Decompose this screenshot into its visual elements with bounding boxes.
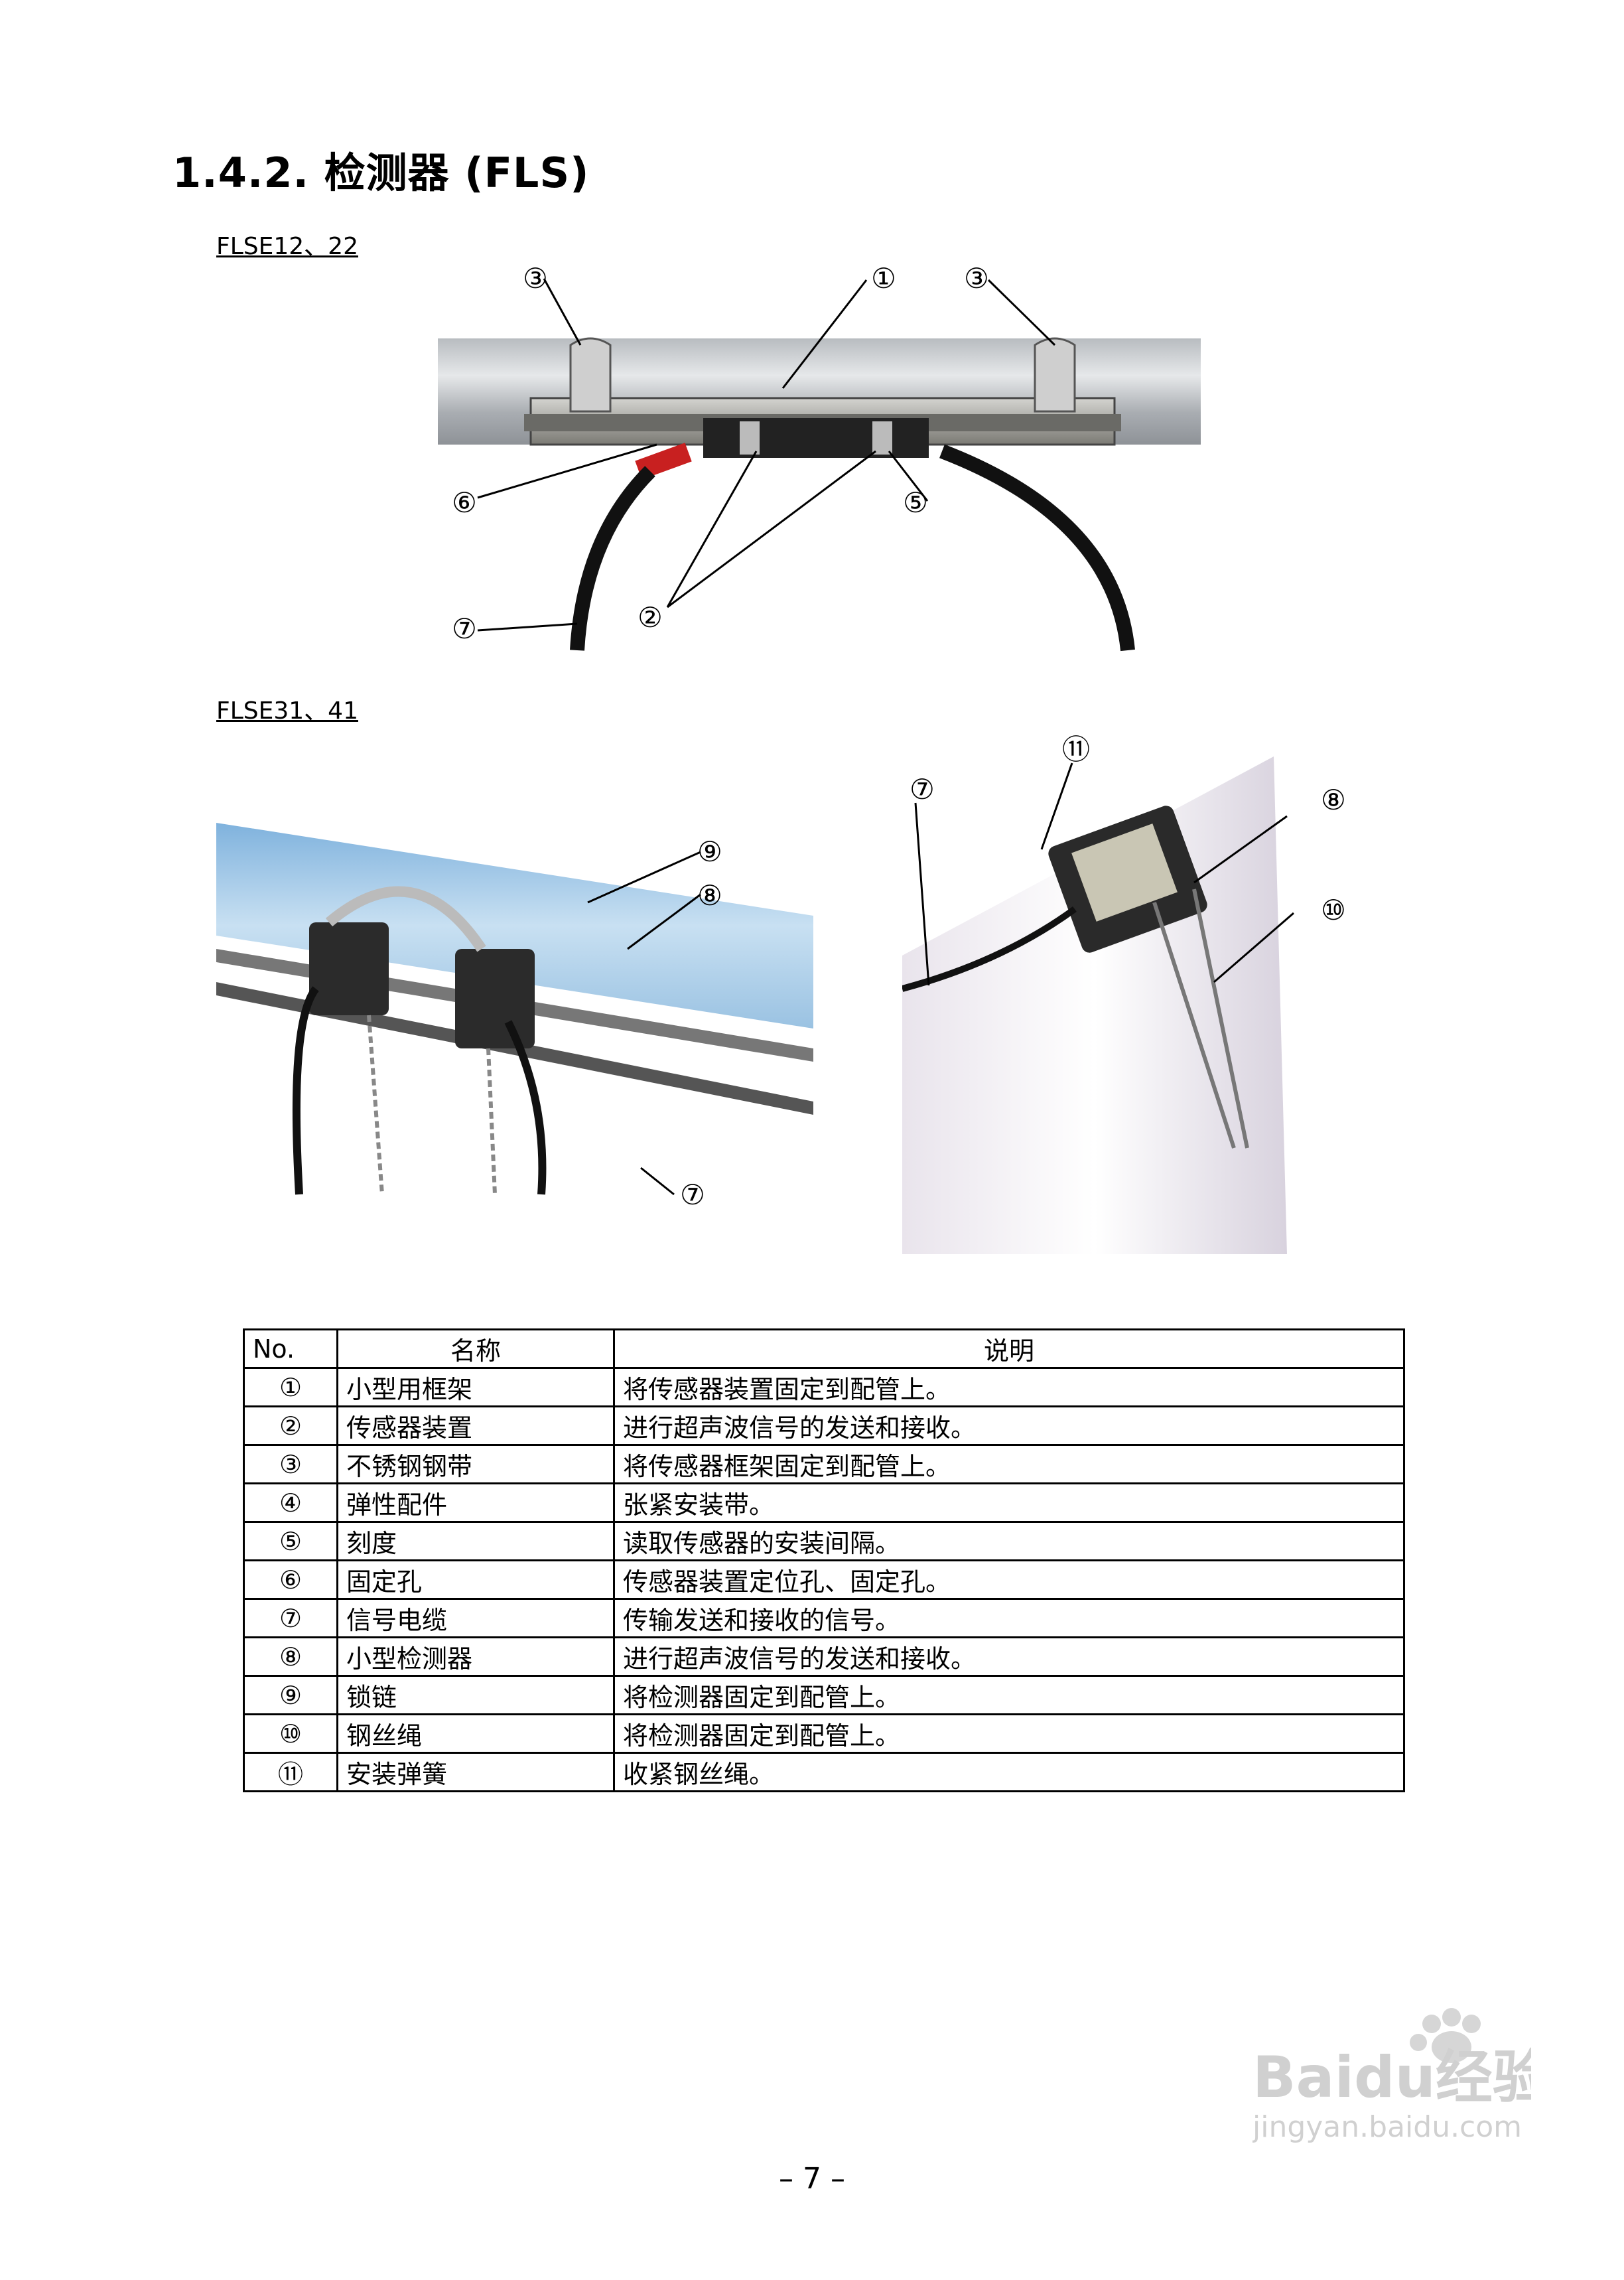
callout-3-left: ③	[523, 262, 548, 295]
row-desc: 传感器装置定位孔、固定孔。	[613, 1559, 1405, 1600]
baidu-watermark-logo: Baidu经验 jingyan.baidu.com	[1252, 2008, 1531, 2143]
row-no: ⑪	[243, 1752, 338, 1792]
row-name: 钢丝绳	[336, 1713, 615, 1754]
section-title: 1.4.2. 检测器 (FLS)	[172, 149, 590, 197]
callout-8: ⑧	[1321, 784, 1346, 816]
row-name: 小型检测器	[336, 1636, 615, 1677]
row-name: 锁链	[336, 1675, 615, 1715]
callout-1: ①	[871, 262, 896, 295]
row-desc: 将传感器装置固定到配管上。	[613, 1367, 1405, 1407]
callout-10: ⑩	[1321, 894, 1346, 926]
row-desc: 进行超声波信号的发送和接收。	[613, 1636, 1405, 1677]
row-name: 小型用框架	[336, 1367, 615, 1407]
col-no-header: No.	[243, 1328, 338, 1369]
col-name-header: 名称	[336, 1328, 615, 1369]
callout-8: ⑧	[697, 879, 722, 912]
figure2-photo: ⑨ ⑧ ⑦	[216, 823, 813, 1208]
row-no: ②	[243, 1405, 338, 1446]
row-name: 安装弹簧	[336, 1752, 615, 1792]
figure2-caption: FLSE31、41	[216, 697, 358, 725]
row-no: ⑨	[243, 1675, 338, 1715]
row-no: ③	[243, 1444, 338, 1484]
callout-6: ⑥	[452, 486, 477, 519]
callout-7: ⑦	[680, 1178, 705, 1208]
callout-5: ⑤	[903, 486, 928, 519]
watermark-brand: Baidu经验	[1252, 2044, 1531, 2111]
row-no: ①	[243, 1367, 338, 1407]
callout-2: ②	[638, 601, 663, 634]
figure1-caption: FLSE12、22	[216, 233, 358, 260]
callout-3-right: ③	[964, 262, 989, 295]
callout-9: ⑨	[697, 835, 722, 868]
table-header-row: No. 名称 说明	[243, 1328, 1405, 1369]
row-no: ⑩	[243, 1713, 338, 1754]
callout-7: ⑦	[452, 612, 477, 645]
row-desc: 收紧钢丝绳。	[613, 1752, 1405, 1792]
row-name: 不锈钢钢带	[336, 1444, 615, 1484]
row-no: ⑥	[243, 1559, 338, 1600]
row-name: 弹性配件	[336, 1482, 615, 1523]
watermark-url: jingyan.baidu.com	[1252, 2110, 1522, 2143]
row-no: ⑦	[243, 1598, 338, 1638]
row-desc: 将检测器固定到配管上。	[613, 1675, 1405, 1715]
row-name: 信号电缆	[336, 1598, 615, 1638]
col-desc-header: 说明	[613, 1328, 1405, 1369]
row-desc: 传输发送和接收的信号。	[613, 1598, 1405, 1638]
row-no: ④	[243, 1482, 338, 1523]
figure3-photo: ⑦ ⑪ ⑧ ⑩	[902, 733, 1346, 1254]
row-no: ⑤	[243, 1521, 338, 1561]
figure1-photo: ① ② ③ ③ ⑤ ⑥ ⑦	[438, 262, 1201, 652]
row-desc: 读取传感器的安装间隔。	[613, 1521, 1405, 1561]
row-desc: 将传感器框架固定到配管上。	[613, 1444, 1405, 1484]
row-desc: 将检测器固定到配管上。	[613, 1713, 1405, 1754]
page-number: – 7 –	[779, 2162, 845, 2196]
row-no: ⑧	[243, 1636, 338, 1677]
row-name: 传感器装置	[336, 1405, 615, 1446]
callout-7: ⑦	[910, 773, 935, 806]
row-desc: 进行超声波信号的发送和接收。	[613, 1405, 1405, 1446]
callout-11: ⑪	[1062, 733, 1090, 766]
row-name: 刻度	[336, 1521, 615, 1561]
row-name: 固定孔	[336, 1559, 615, 1600]
row-desc: 张紧安装带。	[613, 1482, 1405, 1523]
